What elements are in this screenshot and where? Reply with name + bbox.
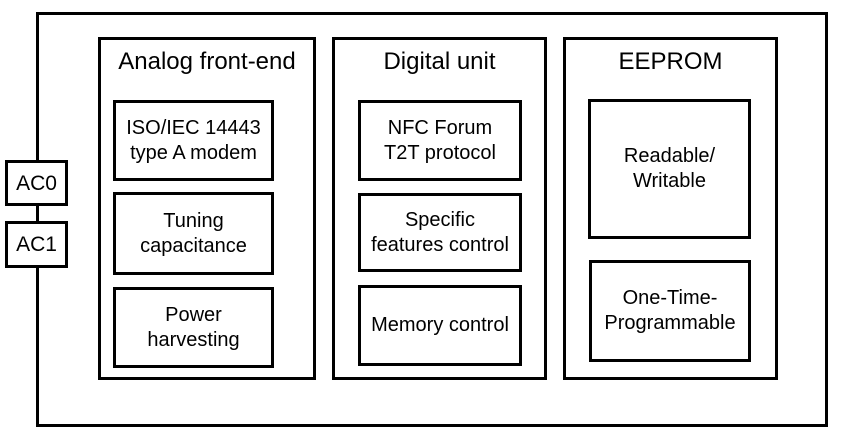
block-tuning-capacitance: Tuning capacitance (113, 192, 274, 275)
pin-ac0-label: AC0 (16, 171, 57, 195)
block-iso-iec-14443-type-a-modem: ISO/IEC 14443 type A modem (113, 100, 274, 181)
block-power-harvesting: Power harvesting (113, 287, 274, 368)
section-analog-front-end: Analog front-end ISO/IEC 14443 type A mo… (98, 37, 316, 380)
pin-ac1: AC1 (5, 221, 68, 268)
block-specific-features-control: Specific features control (358, 193, 522, 272)
pin-ac1-label: AC1 (16, 233, 57, 256)
block-readable-writable: Readable/ Writable (588, 99, 751, 239)
section-digital-unit: Digital unit NFC Forum T2T protocol Spec… (332, 37, 547, 380)
block-nfc-forum-t2t-protocol: NFC Forum T2T protocol (358, 100, 522, 181)
section-digital-title: Digital unit (383, 48, 496, 75)
pin-ac0: AC0 (5, 160, 68, 206)
section-eeprom-title: EEPROM (618, 48, 723, 75)
block-one-time-programmable: One-Time- Programmable (589, 260, 751, 362)
section-analog-title: Analog front-end (118, 48, 296, 75)
block-memory-control: Memory control (358, 285, 522, 366)
section-eeprom: EEPROM Readable/ Writable One-Time- Prog… (563, 37, 778, 380)
